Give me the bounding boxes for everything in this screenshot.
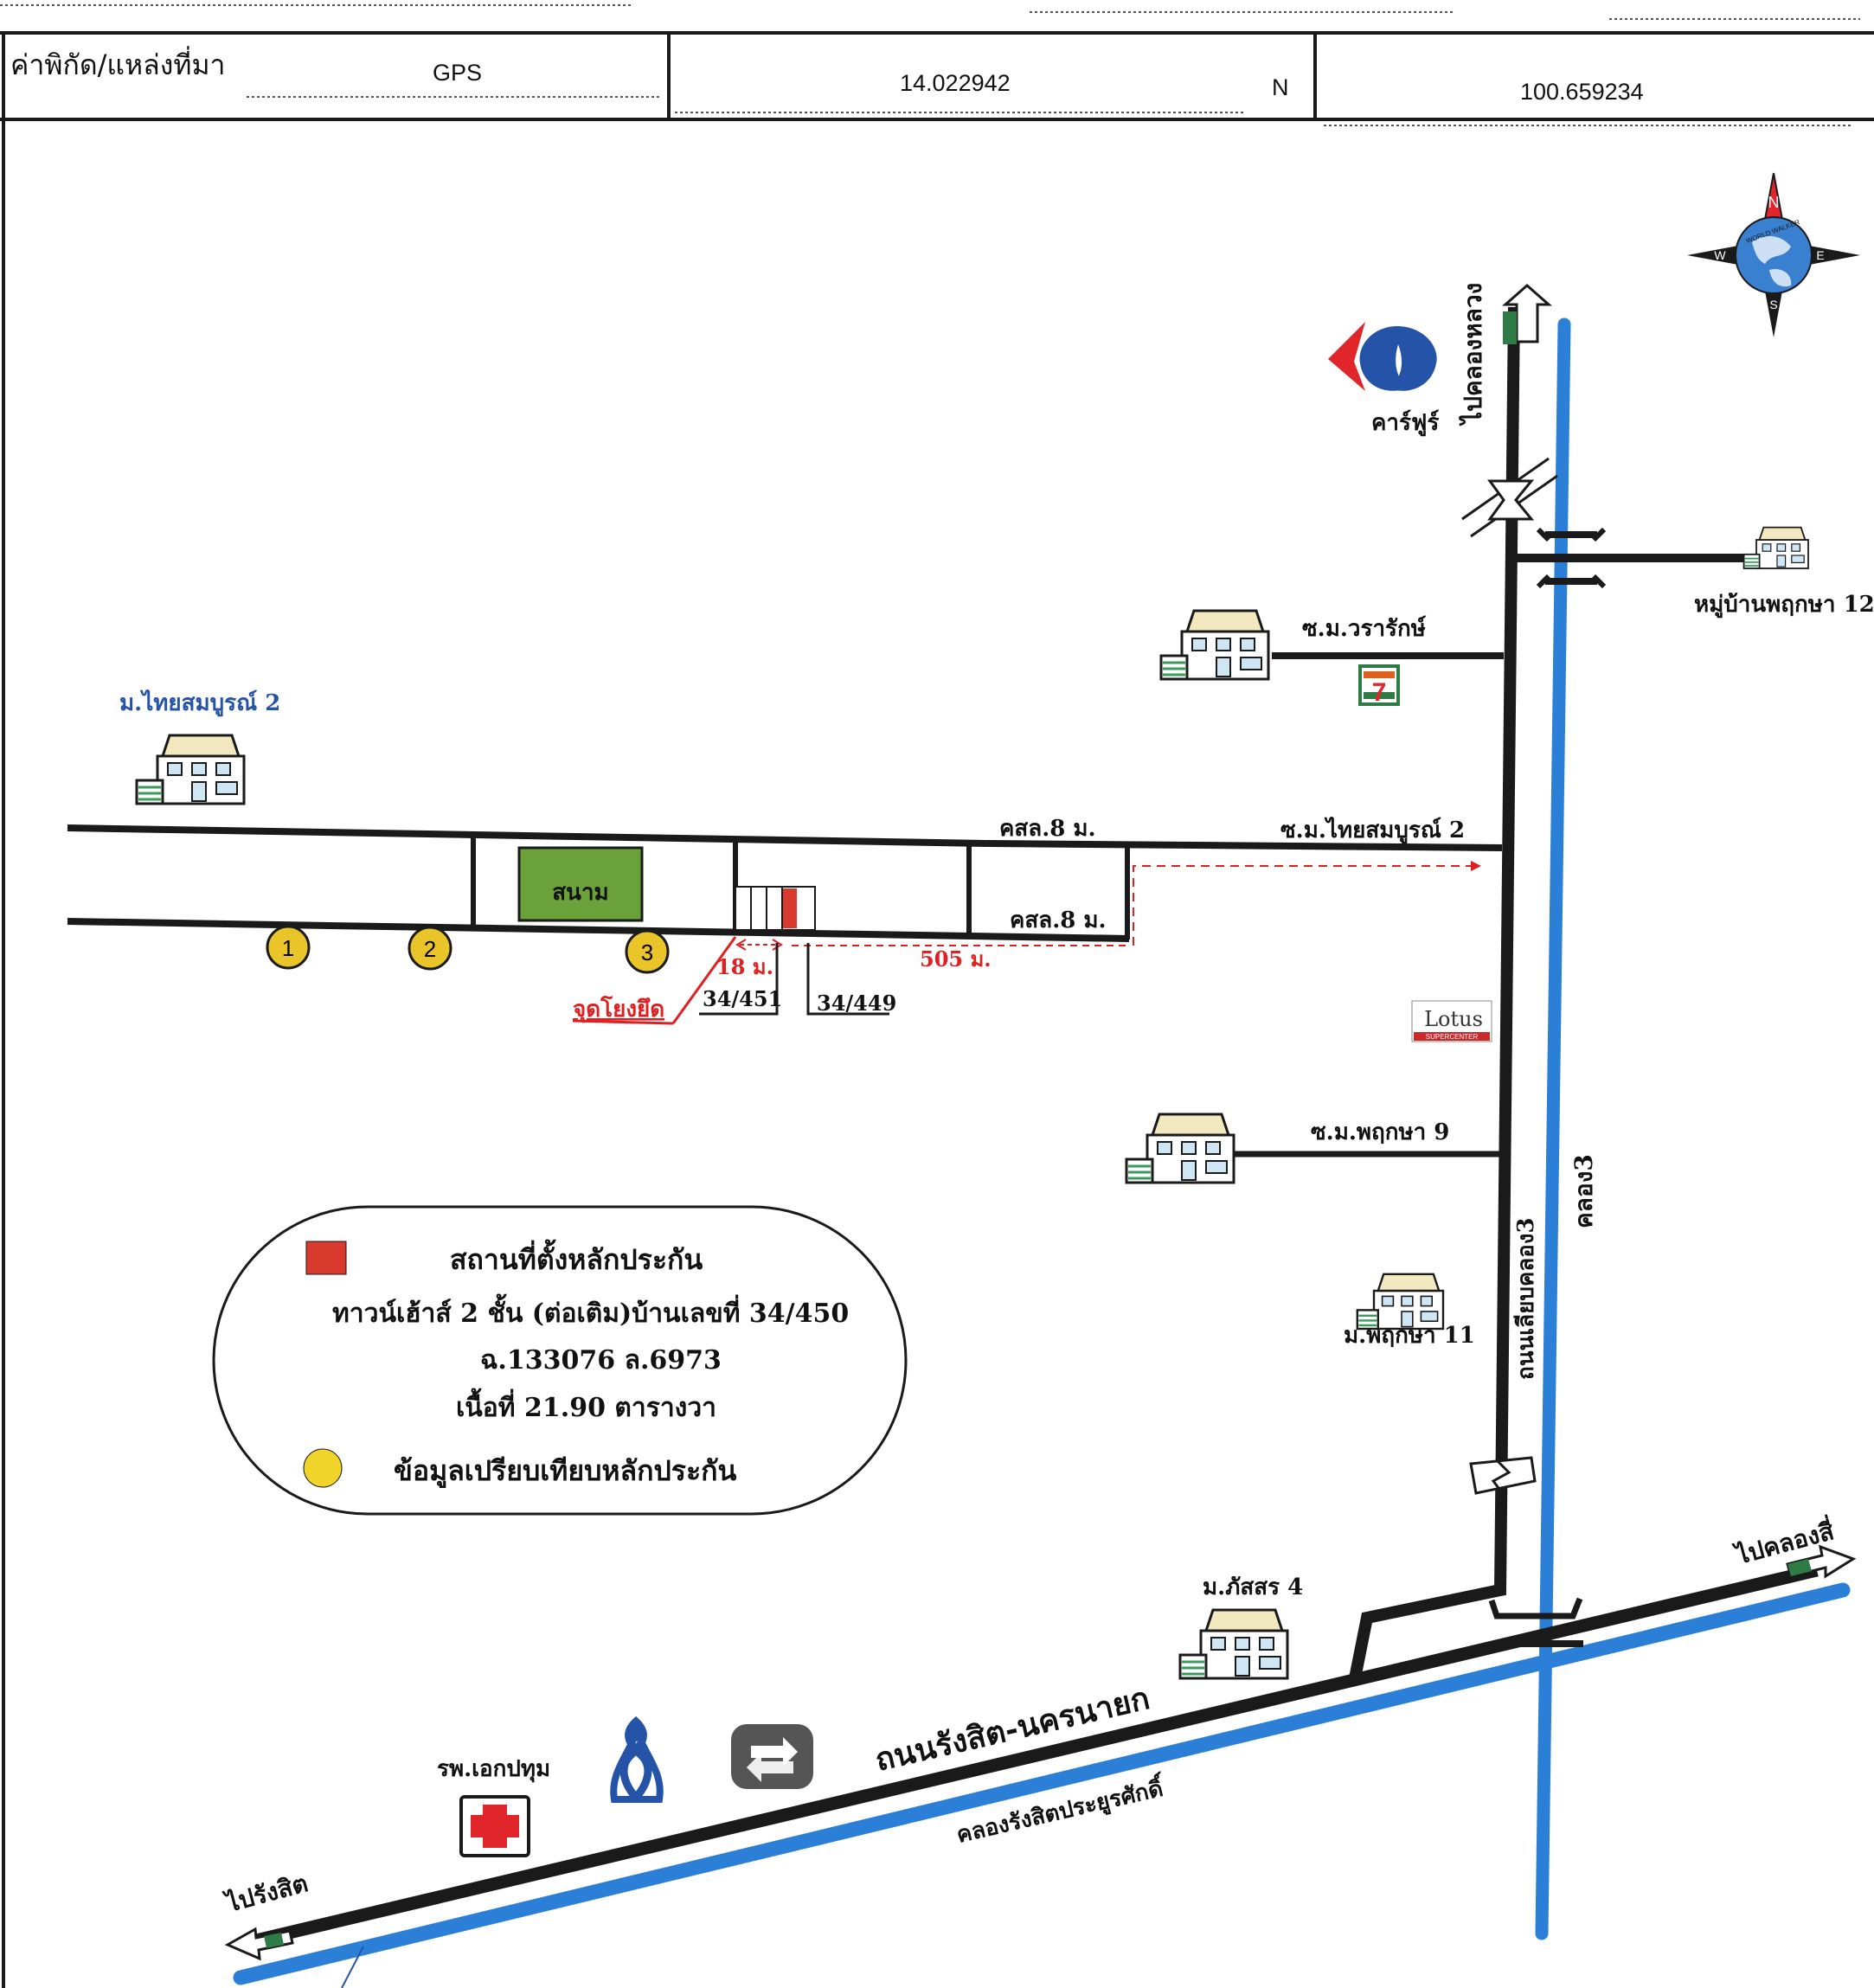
house-icon-pruksa9 [1125,1113,1235,1184]
house-icon-warasak [1159,609,1270,681]
main-highway-line [236,1563,1819,1952]
road-8m-lower-label: คสล.8 ม. [1010,907,1107,933]
dist-18-label: 18 ม. [716,954,773,979]
compass-n: N [1768,194,1780,211]
compass-s: S [1769,298,1777,311]
reference-point-label: จุดโยงยึด [573,995,664,1023]
canal-road-line [1348,306,1520,1684]
bridge-highway [1488,1597,1583,1647]
legend-comparison-label: ข้อมูลเปรียบเทียบหลักประกัน [394,1454,737,1489]
svg-text:1: 1 [282,935,294,961]
bank-logo-2-icon [731,1724,813,1789]
comparable-marker-2[interactable]: 2 [408,926,452,971]
canal-branch-line [341,1946,364,1988]
road-break-symbol [1461,457,1558,538]
thaisomboon-village-label: ม.ไทยสมบูรณ์ 2 [119,689,280,717]
legend-line-3: เนื้อที่ 21.90 ตารางวา [456,1388,716,1423]
lotus-text: Lotus [1424,1007,1483,1031]
soi-thaisomboon-lower-line [67,918,1130,942]
pruksa11-label: ม.พฤกษา 11 [1344,1323,1475,1349]
house-34-451-label: 34/451 [703,986,782,1011]
house-icon-pruksa12 [1742,526,1809,569]
compass-w: W [1714,248,1726,262]
road-break-symbol-lower [1469,1456,1537,1496]
longitude-value: 100.659234 [1520,79,1644,105]
compass-rose-icon: N S E W WORLD WALKER [1687,172,1860,337]
road-8m-upper-label: คสล.8 ม. [999,816,1096,842]
comparable-marker-1[interactable]: 1 [266,925,311,970]
passorn4-label: ม.ภัสสร 4 [1203,1574,1303,1600]
house-icon-thaisomboon [135,734,246,805]
collateral-marker[interactable] [783,888,797,928]
warasak-label: ซ.ม.วรารักษ์ [1302,615,1427,642]
arrow-to-rangsit[interactable] [224,1927,294,1961]
bracket-34-451 [699,943,779,1016]
hospital-label: รพ.เอกปทุม [437,1756,550,1783]
svg-text:3: 3 [641,939,653,965]
coord-source-value: GPS [433,60,482,86]
lotus-sub-text: SUPERCENTER [1426,1033,1479,1041]
comparable-marker-3[interactable]: 3 [625,929,670,974]
header-box [0,4,1874,1988]
legend-comparison-swatch [303,1448,343,1488]
route-arrowhead [1471,861,1481,871]
bridge-pruksa12 [1536,527,1607,589]
compass-e: E [1816,248,1824,262]
house-icon-passorn4 [1178,1608,1289,1680]
svg-text:2: 2 [424,936,436,962]
hospital-icon [459,1795,530,1857]
latitude-value: 14.022942 [900,70,1011,96]
house-34-449-label: 34/449 [817,991,896,1016]
soi-thaisomboon-upper-line [67,824,1503,851]
legend-collateral-title: สถานที่ตั้งหลักประกัน [450,1239,703,1276]
route-505m [1133,865,1471,946]
to-rangsit-label: ไปรังสิต [221,1869,311,1918]
thaisomboon-soi-label: ซ.ม.ไทยสมบูรณ์ 2 [1280,816,1465,844]
bracket-34-449 [806,943,889,1016]
house-icon-pruksa11 [1356,1273,1445,1331]
dist-505-label: 505 ม. [920,946,992,972]
coord-source-label: ค่าพิกัด/แหล่งที่มา [10,46,226,81]
lotus-logo-icon: Lotus SUPERCENTER [1411,1000,1492,1042]
legend-box: สถานที่ตั้งหลักประกัน ทาวน์เฮ้าส์ 2 ชั้น… [212,1205,908,1516]
field-label: สนาม [552,880,608,906]
arrow-to-khlong-si[interactable] [1786,1544,1857,1579]
carrefour-label: คาร์ฟูร์ [1371,409,1439,437]
legend-collateral-swatch [305,1241,347,1275]
carrefour-logo-icon [1328,322,1437,391]
seven-eleven-logo-icon: 7 [1358,664,1400,707]
pruksa9-soi-label: ซ.ม.พฤกษา 9 [1311,1119,1449,1145]
to-khlong-luang-label: ไปคลองหลวง [1459,283,1487,426]
bank-logo-icon [610,1715,664,1803]
hemisphere-label: N [1272,74,1289,100]
canal-rangsit-line [233,1582,1851,1985]
legend-line-1: ทาวน์เฮ้าส์ 2 ชั้น (ต่อเติม)บ้านเลขที่ 3… [332,1293,849,1329]
pruksa12-label: หมู่บ้านพฤกษา 12 [1694,592,1874,619]
canal-3-line [1535,317,1571,1940]
reference-pointer [671,936,737,1024]
legend-line-2: ฉ.133076 ล.6973 [480,1345,722,1376]
canal-road-label: ถนนเลียบคลอง3 [1513,1217,1539,1380]
townhouse-row [735,886,816,931]
arrow-to-khlong-luang[interactable] [1502,284,1552,344]
canal-3-label: คลอง3 [1569,1154,1598,1228]
seven-eleven-text: 7 [1372,678,1387,707]
field-block [517,846,644,922]
